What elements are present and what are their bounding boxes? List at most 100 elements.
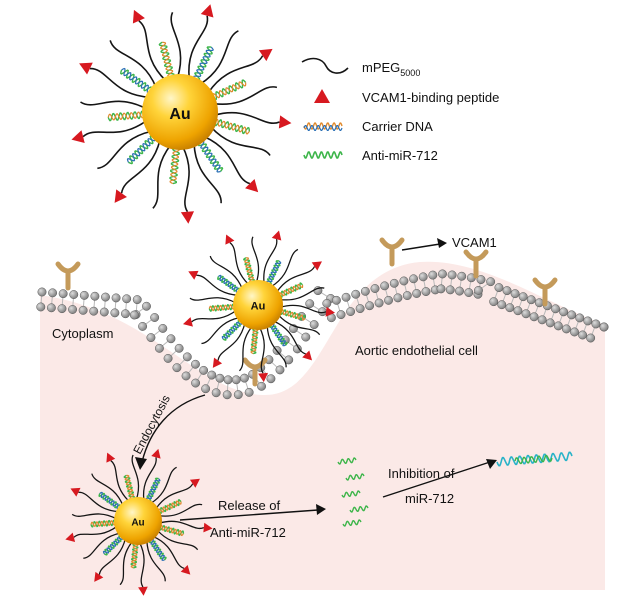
- lipid-head: [495, 283, 503, 291]
- lipid-tail: [313, 306, 319, 310]
- lipid-head: [503, 286, 511, 294]
- lipid-head: [438, 270, 446, 278]
- lipid-head: [121, 310, 129, 318]
- mpeg-chain: [80, 101, 145, 108]
- mpeg-chain: [183, 146, 190, 212]
- mpeg-chain: [90, 69, 149, 98]
- lipid-head: [173, 363, 181, 371]
- lipid-head: [567, 311, 575, 319]
- lipid-head: [199, 366, 207, 374]
- lipid-head: [390, 279, 398, 287]
- lipid-head: [400, 277, 408, 285]
- lipid-head: [267, 375, 275, 383]
- lipid-head: [506, 304, 514, 312]
- dna-duplex: [281, 310, 305, 320]
- lipid-head: [375, 299, 383, 307]
- peptide-triangle: [138, 587, 148, 596]
- au-label: Au: [131, 517, 144, 528]
- lipid-tail: [146, 320, 152, 324]
- release-label-line1: Release of: [218, 498, 281, 513]
- lipid-head: [535, 299, 543, 307]
- lipid-head: [586, 334, 594, 342]
- lipid-head: [232, 376, 240, 384]
- lipid-head: [584, 317, 592, 325]
- lipid-head: [80, 291, 88, 299]
- legend-mpeg-glyph: [302, 59, 348, 74]
- lipid-head: [234, 390, 242, 398]
- legend-mpeg: mPEG5000: [362, 60, 420, 78]
- lipid-head: [38, 288, 46, 296]
- cytoplasm-label: Cytoplasm: [52, 326, 113, 341]
- au-label: Au: [169, 106, 190, 123]
- mpeg-chain: [190, 298, 236, 303]
- mpeg-chain: [194, 143, 221, 203]
- lipid-tail: [163, 341, 168, 345]
- dna-duplex: [209, 304, 234, 311]
- lipid-tail: [126, 303, 127, 310]
- au-label: Au: [251, 301, 266, 313]
- dna-duplex: [215, 119, 250, 133]
- lipid-head: [380, 282, 388, 290]
- lipid-head: [527, 296, 535, 304]
- lipid-head: [342, 293, 350, 301]
- lipid-head: [59, 289, 67, 297]
- lipid-head: [223, 391, 231, 399]
- vcam1-arrow: [402, 244, 440, 250]
- lipid-head: [68, 305, 76, 313]
- lipid-head: [37, 303, 45, 311]
- lipid-tail: [321, 293, 327, 297]
- lipid-tail: [272, 362, 277, 367]
- dna-duplex: [244, 258, 255, 282]
- peptide-triangle: [272, 230, 282, 240]
- lipid-head: [570, 328, 578, 336]
- lipid-head: [600, 323, 608, 331]
- peptide-triangle: [258, 373, 268, 382]
- lipid-head: [79, 306, 87, 314]
- legend-peptide-glyph: [314, 89, 330, 103]
- lipid-head: [175, 344, 183, 352]
- lipid-tail: [338, 304, 340, 311]
- lipid-head: [164, 354, 172, 362]
- lipid-tail: [154, 331, 160, 335]
- inhibition-label-line1: Inhibition of: [388, 466, 455, 481]
- lipid-head: [101, 293, 109, 301]
- lipid-tail: [105, 301, 106, 308]
- lipid-tail: [94, 300, 95, 307]
- lipid-head: [182, 372, 190, 380]
- lipid-head: [554, 322, 562, 330]
- lipid-head: [592, 320, 600, 328]
- lipid-head: [576, 314, 584, 322]
- lipid-head: [332, 296, 340, 304]
- lipid-tail: [237, 384, 238, 391]
- lipid-tail: [41, 296, 42, 303]
- lipid-head: [122, 295, 130, 303]
- peptide-triangle: [183, 317, 193, 327]
- lipid-head: [458, 272, 466, 280]
- lipid-head: [150, 313, 158, 321]
- lipid-head: [429, 271, 437, 279]
- legend-antimir-glyph: [304, 152, 342, 158]
- legend-peptide: VCAM1-binding peptide: [362, 90, 499, 105]
- vcam1-label: VCAM1: [452, 235, 497, 250]
- lipid-head: [551, 305, 559, 313]
- lipid-tail: [441, 278, 442, 285]
- lipid-head: [486, 277, 494, 285]
- lipid-head: [91, 292, 99, 300]
- lipid-head: [130, 311, 138, 319]
- mpeg-chain: [153, 145, 171, 208]
- lipid-tail: [83, 299, 84, 306]
- lipid-head: [191, 379, 199, 387]
- lipid-head: [419, 273, 427, 281]
- peptide-triangle: [302, 351, 312, 361]
- peptide-triangle: [279, 115, 292, 128]
- lipid-head: [578, 331, 586, 339]
- lipid-head: [519, 292, 527, 300]
- lipid-head: [409, 275, 417, 283]
- legend-anti-mir: Anti-miR-712: [362, 148, 438, 163]
- lipid-head: [562, 325, 570, 333]
- lipid-head: [208, 371, 216, 379]
- lipid-tail: [136, 304, 137, 311]
- lipid-head: [356, 304, 364, 312]
- lipid-head: [448, 271, 456, 279]
